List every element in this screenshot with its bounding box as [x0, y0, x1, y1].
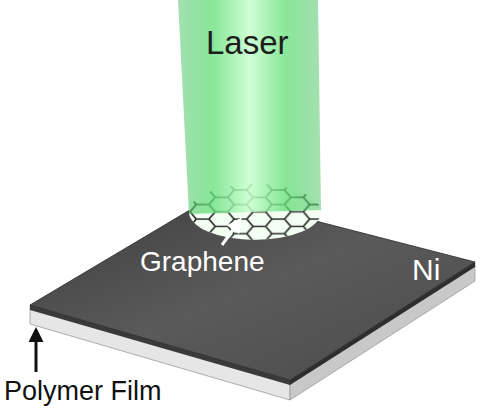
graphene-label: Graphene	[140, 248, 265, 276]
nickel-label: Ni	[412, 255, 440, 285]
film-arrow	[35, 330, 38, 372]
laser-label: Laser	[206, 26, 289, 59]
graphene-arrow	[222, 220, 240, 245]
film-label: Polymer Film	[4, 378, 162, 405]
laser-beam	[178, 0, 321, 214]
